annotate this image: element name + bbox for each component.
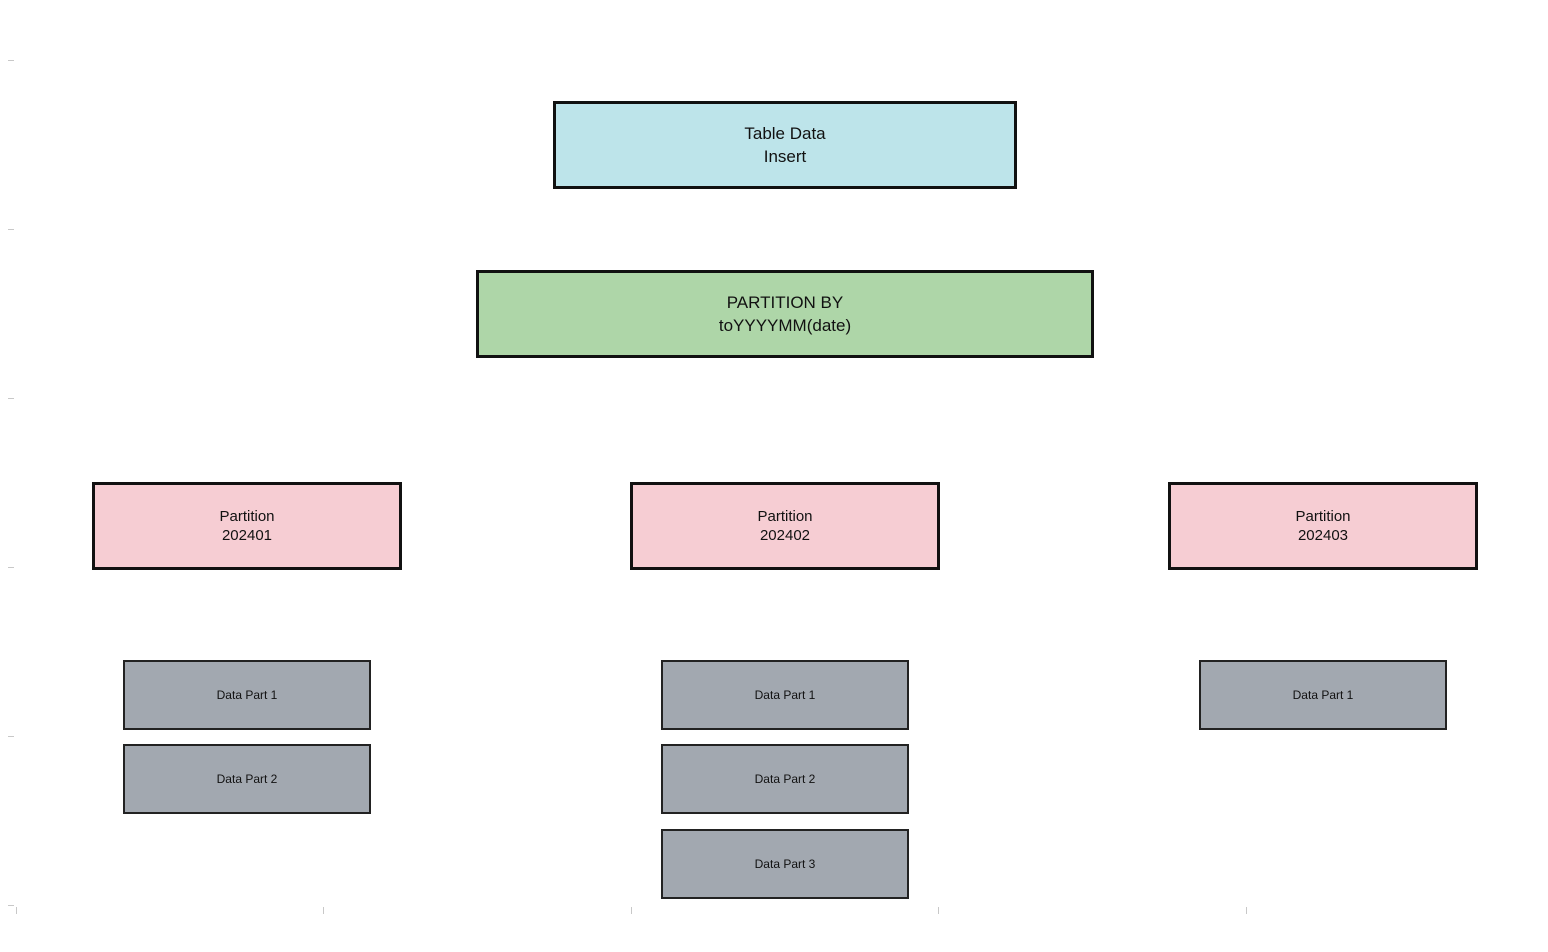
partition-node-202402: Partition 202402 [630, 482, 940, 570]
axis-tick [8, 60, 14, 61]
node-label-line2: Insert [763, 147, 807, 166]
partition-by-node: PARTITION BY toYYYYMM(date) [476, 270, 1094, 358]
partition-node-202401: Partition 202401 [92, 482, 402, 570]
axis-tick [631, 907, 632, 914]
axis-tick [8, 905, 14, 906]
axis-tick [8, 567, 14, 568]
node-label-line2: toYYYYMM(date) [718, 316, 852, 335]
data-part-label: Data Part 3 [754, 857, 816, 871]
data-part-label: Data Part 1 [216, 688, 278, 702]
axis-tick [8, 736, 14, 737]
partition-label: Partition [219, 508, 275, 525]
data-part-label: Data Part 2 [754, 772, 816, 786]
partition-id: 202403 [1297, 527, 1349, 544]
partition-node-202403: Partition 202403 [1168, 482, 1478, 570]
partition-id: 202401 [221, 527, 273, 544]
node-label-line1: Table Data [744, 124, 826, 143]
data-part-node: Data Part 2 [123, 744, 371, 814]
data-part-node: Data Part 1 [1199, 660, 1447, 730]
axis-tick [938, 907, 939, 914]
data-part-node: Data Part 3 [661, 829, 909, 899]
data-part-label: Data Part 1 [754, 688, 816, 702]
data-part-label: Data Part 2 [216, 772, 278, 786]
data-part-node: Data Part 1 [661, 660, 909, 730]
data-part-node: Data Part 2 [661, 744, 909, 814]
data-part-label: Data Part 1 [1292, 688, 1354, 702]
node-label-line1: PARTITION BY [726, 293, 844, 312]
axis-tick [16, 907, 17, 914]
partition-label: Partition [1295, 508, 1351, 525]
axis-tick [323, 907, 324, 914]
table-data-insert-node: Table Data Insert [553, 101, 1017, 189]
axis-tick [8, 229, 14, 230]
axis-tick [8, 398, 14, 399]
data-part-node: Data Part 1 [123, 660, 371, 730]
partition-id: 202402 [759, 527, 811, 544]
axis-tick [1246, 907, 1247, 914]
partition-label: Partition [757, 508, 813, 525]
